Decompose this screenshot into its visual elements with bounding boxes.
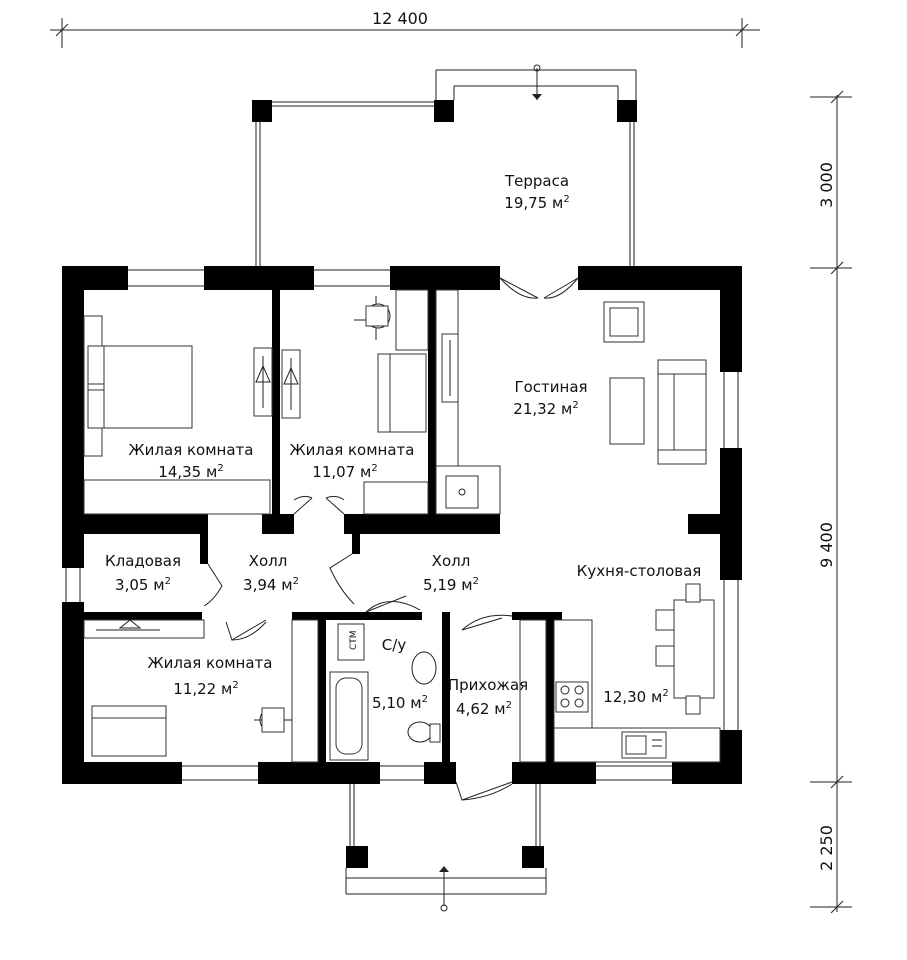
bedroom-2-furniture (281, 289, 429, 515)
room-label-bedroom-1: Жилая комната 14,35 м2 (129, 441, 254, 481)
windows (65, 269, 739, 781)
kitchen-furniture (553, 583, 721, 763)
terrace-door (499, 277, 579, 299)
terrace-name: Терраса (504, 172, 569, 190)
living-room-furniture (435, 289, 707, 515)
bedroom-3-name: Жилая комната (148, 654, 273, 672)
room-label-bedroom-2: Жилая комната 11,07 м2 (290, 441, 415, 481)
storage-area: 3,05 м2 (115, 576, 171, 594)
entrance-area: 4,62 м2 (456, 700, 512, 718)
bedroom-2-name: Жилая комната (290, 441, 415, 459)
hall-1-area: 3,94 м2 (243, 576, 299, 594)
entrance-furniture (519, 619, 547, 763)
living-room-area: 21,32 м2 (513, 400, 578, 418)
living-room-name: Гостиная (514, 378, 587, 396)
entrance-name: Прихожая (448, 676, 528, 694)
dimension-porch-label: 2 250 (817, 825, 836, 871)
bedroom-1-area: 14,35 м2 (158, 463, 223, 481)
storage-name: Кладовая (105, 552, 181, 570)
bedroom-2-area: 11,07 м2 (312, 463, 377, 481)
room-label-storage: Кладовая 3,05 м2 (105, 552, 181, 594)
terrace-structure (252, 64, 637, 268)
room-label-hall-2: Холл 5,19 м2 (423, 552, 479, 594)
interior-walls (84, 288, 720, 762)
room-label-living-room: Гостиная 21,32 м2 (513, 378, 587, 418)
dimension-top-label: 12 400 (372, 9, 428, 28)
exterior-walls (62, 266, 742, 784)
bedroom-3-furniture (91, 619, 319, 763)
bedroom-3-area: 11,22 м2 (173, 680, 238, 698)
bedroom-1-name: Жилая комната (129, 441, 254, 459)
hall-2-name: Холл (432, 552, 471, 570)
porch-structure (345, 784, 547, 912)
hall-2-area: 5,19 м2 (423, 576, 479, 594)
hall-1-name: Холл (249, 552, 288, 570)
kitchen-name: Кухня-столовая (577, 562, 702, 580)
dimension-main-label: 9 400 (817, 522, 836, 568)
bathroom-name: С/у (382, 636, 407, 654)
bathroom-fixtures: СТМ (329, 623, 441, 761)
room-label-terrace: Терраса 19,75 м2 (504, 172, 570, 212)
bedroom-1-furniture (83, 315, 273, 515)
room-label-bedroom-3: Жилая комната 11,22 м2 (148, 654, 273, 698)
room-label-entrance: Прихожая 4,62 м2 (448, 676, 528, 718)
room-label-hall-1: Холл 3,94 м2 (243, 552, 299, 594)
dimension-top: 12 400 (50, 9, 760, 48)
storage-room-furniture (83, 619, 205, 639)
kitchen-area: 12,30 м2 (603, 688, 668, 706)
bathroom-area: 5,10 м2 (372, 694, 428, 712)
terrace-area: 19,75 м2 (504, 194, 569, 212)
room-label-kitchen: Кухня-столовая 12,30 м2 (577, 562, 702, 706)
dimension-terrace-label: 3 000 (817, 162, 836, 208)
boiler-label: СТМ (349, 630, 359, 650)
room-label-bathroom: С/у 5,10 м2 (372, 636, 428, 712)
dimension-right: 3 000 9 400 2 250 (810, 90, 852, 914)
